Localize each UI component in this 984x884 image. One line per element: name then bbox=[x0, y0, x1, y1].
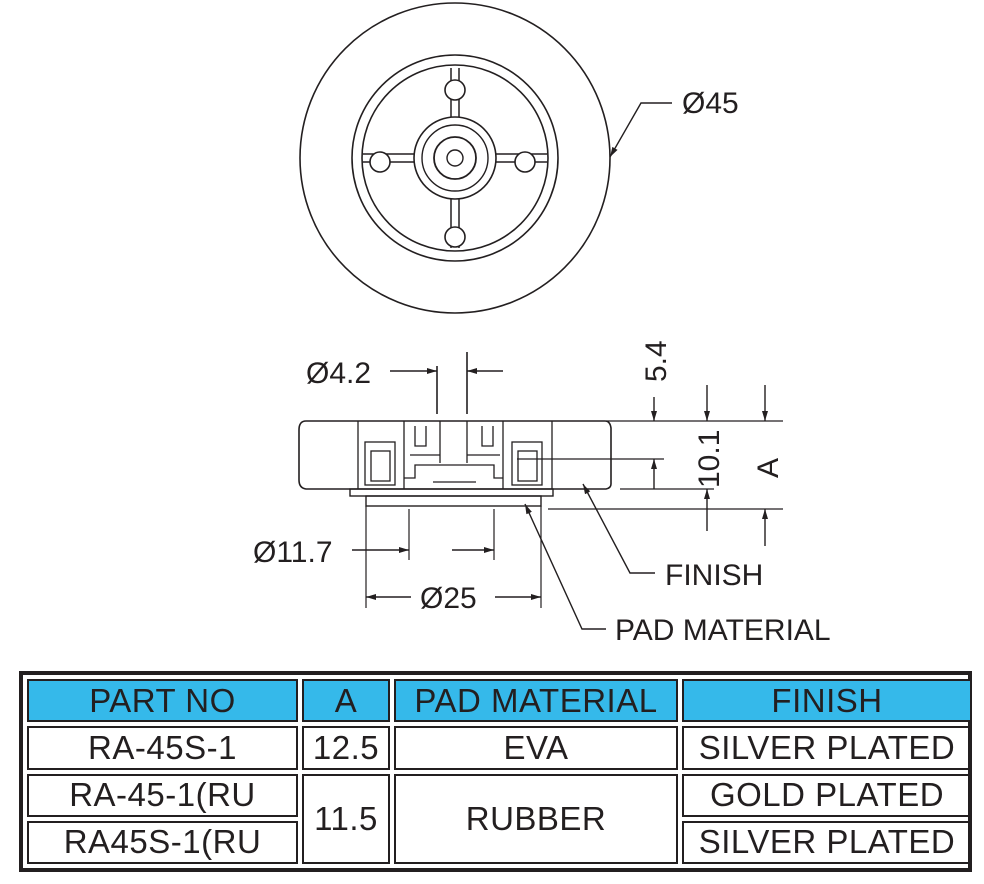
hub-outer bbox=[413, 116, 497, 200]
cell-part-no: RA-45S-1 bbox=[27, 726, 298, 770]
header-finish: FINISH bbox=[682, 679, 972, 723]
cell-a: 11.5 bbox=[302, 773, 390, 864]
internal-details bbox=[357, 421, 553, 489]
top-view: Ø45 bbox=[299, 2, 739, 314]
boss-right bbox=[514, 151, 536, 173]
cell-part-no: RA45S-1(RU bbox=[27, 820, 298, 864]
stem-diameter-label: Ø4.2 bbox=[306, 357, 371, 390]
total-height-label: A bbox=[752, 458, 785, 478]
table-row: RA-45S-1 12.5 EVA SILVER PLATED bbox=[27, 726, 972, 770]
table-header-row: PART NO A PAD MATERIAL FINISH bbox=[27, 679, 972, 723]
cell-a: 12.5 bbox=[302, 726, 390, 770]
boss-bottom bbox=[444, 226, 466, 248]
finish-label: FINISH bbox=[665, 559, 763, 592]
cell-part-no: RA-45-1(RU bbox=[27, 773, 298, 817]
pad-diameter-label: Ø25 bbox=[420, 582, 477, 615]
cell-finish: SILVER PLATED bbox=[682, 820, 972, 864]
hub-inner bbox=[433, 136, 477, 180]
pad-layer bbox=[365, 495, 542, 507]
pad-material-label: PAD MATERIAL bbox=[615, 614, 831, 647]
table-row: RA45S-1(RU SILVER PLATED bbox=[27, 820, 972, 864]
header-part-no: PART NO bbox=[27, 679, 298, 723]
header-pad-material: PAD MATERIAL bbox=[394, 679, 678, 723]
table-row: RA-45-1(RU 11.5 RUBBER GOLD PLATED bbox=[27, 773, 972, 864]
cell-pad-material: EVA bbox=[394, 726, 678, 770]
cell-pad-material: RUBBER bbox=[394, 773, 678, 864]
outer-circle bbox=[299, 2, 611, 314]
spec-table-grid: PART NO A PAD MATERIAL FINISH RA-45S-1 1… bbox=[23, 675, 976, 868]
stem-height-label: 5.4 bbox=[640, 340, 673, 382]
boss-left bbox=[369, 151, 391, 173]
pad-material-leader bbox=[524, 503, 606, 630]
inner-ring-inner bbox=[361, 64, 549, 252]
inner-ring-outer bbox=[351, 54, 559, 262]
spec-table: PART NO A PAD MATERIAL FINISH RA-45S-1 1… bbox=[19, 671, 972, 872]
extension-lines bbox=[517, 420, 783, 510]
finish-leader bbox=[582, 483, 655, 574]
finish-layer bbox=[349, 488, 554, 497]
outer-diameter-label: Ø45 bbox=[682, 87, 739, 120]
side-view: Ø4.2 5.4 10.1 A Ø11.7 Ø25 bbox=[253, 340, 831, 647]
body-outline bbox=[298, 420, 612, 490]
cell-finish: GOLD PLATED bbox=[682, 773, 972, 817]
hub-diameter-label: Ø11.7 bbox=[253, 536, 333, 569]
center-hole bbox=[446, 149, 464, 167]
hub-mid bbox=[421, 124, 489, 192]
cell-finish: SILVER PLATED bbox=[682, 726, 972, 770]
boss-top bbox=[444, 79, 466, 101]
header-a: A bbox=[302, 679, 390, 723]
outer-diameter-leader bbox=[609, 102, 672, 158]
body-height-label: 10.1 bbox=[693, 430, 726, 488]
